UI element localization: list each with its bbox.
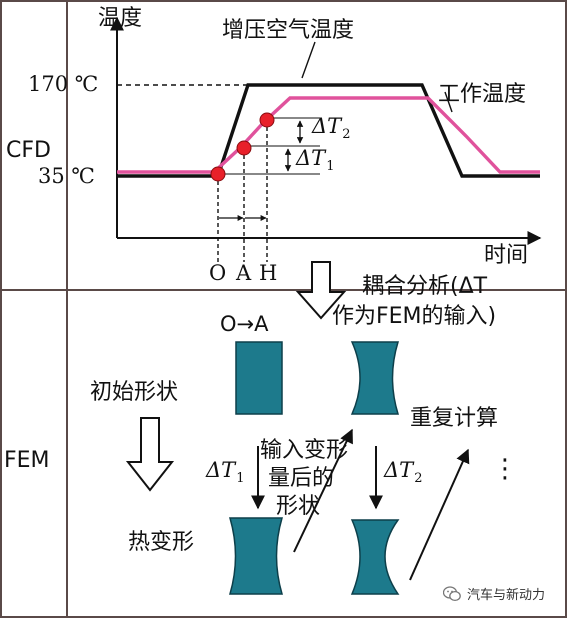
point-o bbox=[210, 166, 226, 182]
point-a bbox=[236, 140, 252, 156]
coupling-line-1: 耦合分析(ΔT bbox=[362, 274, 488, 299]
y-axis-label: 温度 bbox=[98, 6, 143, 31]
repeat-deformed-shape-block bbox=[350, 519, 400, 595]
delta-t2-symbol: ΔT bbox=[312, 114, 342, 138]
coupling-down-arrow bbox=[295, 261, 347, 320]
point-label-o: O bbox=[209, 261, 227, 285]
thermal-deform-label: 热变形 bbox=[128, 530, 195, 555]
work-curve-label: 工作温度 bbox=[438, 82, 527, 107]
x-axis-label: 时间 bbox=[484, 243, 529, 268]
temp-high-label: 170 ℃ bbox=[28, 72, 99, 96]
fem-section-label: FEM bbox=[4, 448, 50, 473]
input-deformed-shape-block bbox=[350, 341, 400, 415]
delta-t1-subscript: 1 bbox=[326, 159, 335, 174]
input-shape-line-2: 量后的 bbox=[268, 466, 335, 491]
initial-to-thermal-arrow bbox=[125, 417, 175, 492]
cfd-section-label: CFD bbox=[6, 138, 51, 163]
input-shape-line-3: 形状 bbox=[276, 494, 321, 519]
delta-t1-label: ΔT1 bbox=[296, 146, 334, 174]
boost-curve-label: 增压空气温度 bbox=[222, 18, 355, 43]
fem-delta-t2-subscript: 2 bbox=[414, 471, 423, 486]
fem-delta-t1-label: ΔT1 bbox=[206, 458, 244, 486]
point-label-h: H bbox=[259, 261, 278, 285]
watermark: 汽车与新动力 bbox=[443, 584, 545, 603]
initial-shape-label: 初始形状 bbox=[90, 380, 179, 405]
boost-label-leader bbox=[301, 41, 316, 79]
fem-delta-t1-subscript: 1 bbox=[236, 471, 245, 486]
feedback-arrow-2 bbox=[409, 448, 470, 581]
transition-label: O→A bbox=[220, 312, 269, 336]
feedback-arrow-1 bbox=[293, 428, 353, 553]
fem-delta-t2-symbol: ΔT bbox=[384, 458, 414, 482]
delta-t2-label: ΔT2 bbox=[312, 114, 350, 142]
repeat-calc-label: 重复计算 bbox=[410, 406, 499, 431]
delta-t2-subscript: 2 bbox=[342, 127, 351, 142]
fem-delta-t2-label: ΔT2 bbox=[384, 458, 422, 486]
initial-shape-block bbox=[235, 341, 283, 415]
coupling-line-2: 作为FEM的输入) bbox=[332, 304, 497, 329]
fem-delta-t1-symbol: ΔT bbox=[206, 458, 236, 482]
continuation-ellipsis: ⋮ bbox=[492, 454, 518, 484]
delta-t1-symbol: ΔT bbox=[296, 146, 326, 170]
boost-air-temp-curve bbox=[117, 83, 540, 178]
wechat-icon bbox=[443, 585, 461, 601]
temp-low-label: 35 ℃ bbox=[38, 164, 95, 188]
work-label-leader bbox=[444, 91, 453, 113]
input-shape-line-1: 输入变形 bbox=[260, 438, 349, 463]
watermark-text: 汽车与新动力 bbox=[467, 588, 546, 603]
point-label-a: A bbox=[236, 261, 252, 285]
working-temp-curve bbox=[117, 96, 540, 174]
thermal-deformed-shape-block bbox=[229, 517, 283, 595]
point-h bbox=[259, 112, 275, 128]
